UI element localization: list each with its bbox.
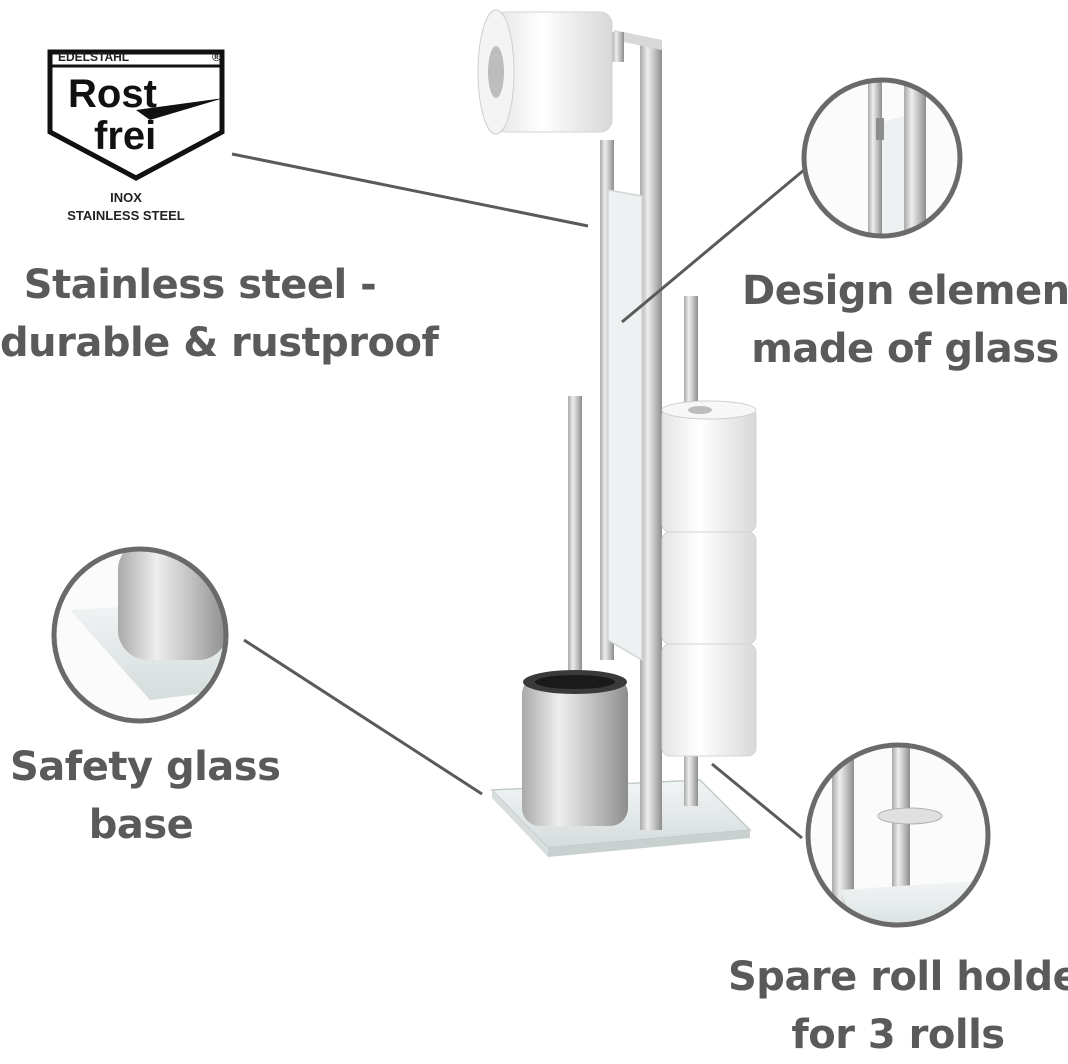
badge-line2: frei bbox=[94, 114, 157, 158]
rostfrei-badge: EDELSTAHL ® Rost frei INOX STAINLESS STE… bbox=[40, 40, 240, 230]
spare-roll-stack bbox=[661, 296, 757, 806]
caption-glass-element: Design element made of glass bbox=[742, 262, 1068, 378]
glass-panel bbox=[607, 189, 643, 662]
caption-line: base bbox=[88, 802, 194, 848]
caption-spare-roll-holder: Spare roll holder for 3 rolls bbox=[728, 948, 1068, 1064]
callout-lines bbox=[231, 152, 805, 840]
badge-line1: Rost bbox=[68, 72, 157, 116]
caption-line: Stainless steel - bbox=[23, 262, 377, 308]
detail-circle-glass-element bbox=[801, 77, 963, 239]
registered-mark: ® bbox=[212, 50, 221, 64]
detail-circle-glass-base bbox=[51, 546, 229, 724]
caption-line: Design element bbox=[742, 268, 1068, 314]
rostfrei-badge-shape bbox=[47, 49, 225, 181]
caption-safety-glass-base: Safety glass base bbox=[10, 738, 281, 854]
caption-line: durable & rustproof bbox=[0, 320, 439, 366]
caption-line: Safety glass bbox=[10, 744, 281, 790]
caption-line: made of glass bbox=[751, 326, 1059, 372]
detail-circle-roll-holder bbox=[805, 742, 991, 928]
badge-top-label: EDELSTAHL bbox=[58, 50, 130, 64]
badge-sub2: STAINLESS STEEL bbox=[67, 208, 185, 223]
toilet-brush bbox=[522, 396, 628, 826]
caption-line: Spare roll holder bbox=[728, 954, 1068, 1000]
caption-line: for 3 rolls bbox=[791, 1012, 1005, 1058]
caption-stainless-steel: Stainless steel - durable & rustproof bbox=[0, 256, 439, 372]
badge-sub1: INOX bbox=[110, 190, 142, 205]
paper-roll-top bbox=[477, 9, 613, 135]
